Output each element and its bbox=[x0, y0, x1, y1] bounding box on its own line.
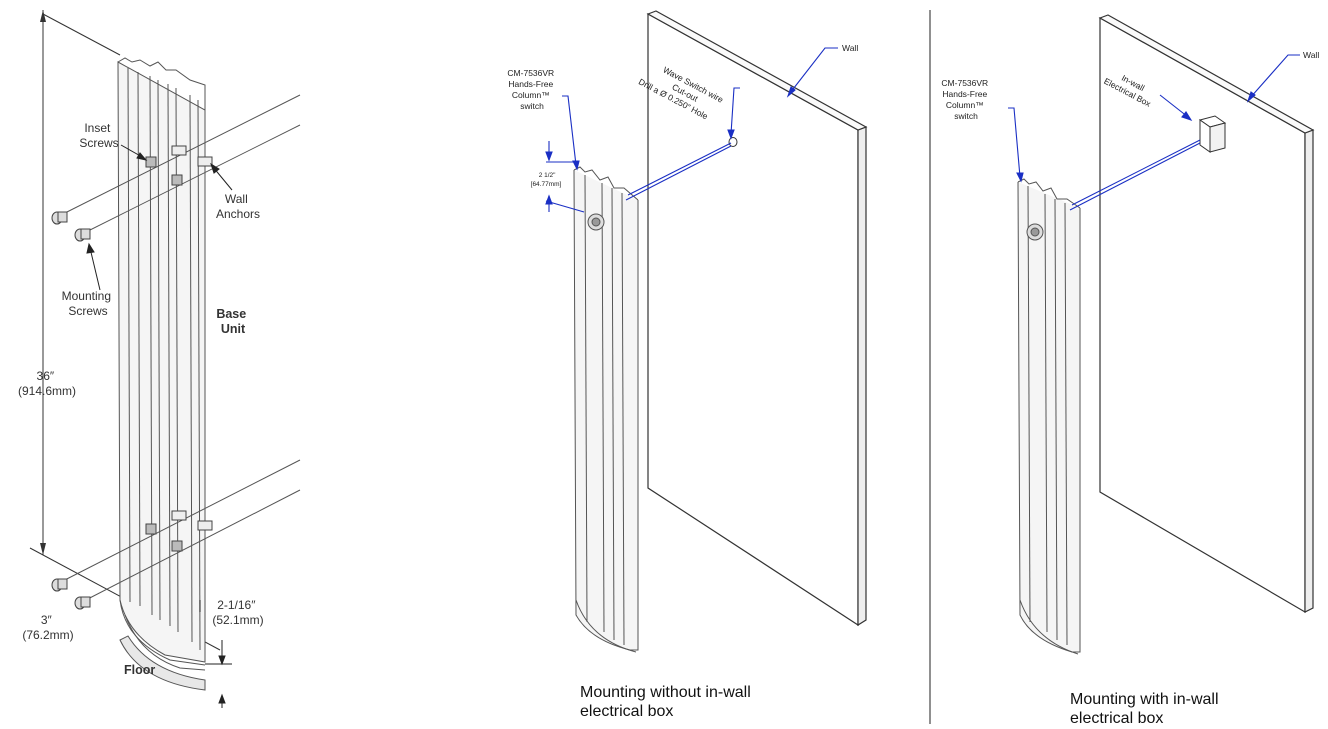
middle-wall bbox=[646, 10, 868, 627]
electrical-box-icon bbox=[1198, 115, 1227, 153]
mounting-screws-label: Mounting Screws bbox=[62, 289, 115, 318]
middle-panel: Wall CM-7536VR Hands-Free Column™ switch… bbox=[507, 10, 868, 720]
base-unit-label: Base Unit bbox=[216, 307, 249, 336]
drill-hole-icon bbox=[728, 137, 738, 147]
right-caption: Mounting with in-wall electrical box bbox=[1070, 691, 1223, 724]
left-leaders bbox=[86, 144, 233, 708]
floor-plate bbox=[119, 635, 206, 691]
screws-and-anchors bbox=[51, 94, 301, 610]
right-column bbox=[1017, 178, 1081, 655]
depth-dimension-label: 3″ (76.2mm) bbox=[22, 613, 73, 642]
middle-switch-label: CM-7536VR Hands-Free Column™ switch bbox=[507, 68, 556, 111]
middle-caption: Mounting without in-wall electrical box bbox=[580, 684, 755, 720]
floor-gap-dimension-label: 2-1/16″ (52.1mm) bbox=[212, 598, 263, 627]
middle-height-dim-label: 2 1/2" [64.77mm] bbox=[531, 172, 562, 188]
floor-label: Floor bbox=[124, 663, 155, 677]
middle-wall-label: Wall bbox=[842, 43, 858, 53]
right-switch-label: CM-7536VR Hands-Free Column™ switch bbox=[941, 78, 990, 121]
middle-column bbox=[573, 166, 639, 653]
height-dimension-label: 36″ (914.6mm) bbox=[18, 369, 76, 398]
right-panel: Wall CM-7536VR Hands-Free Column™ switch… bbox=[941, 14, 1319, 727]
middle-blue-leaders bbox=[545, 47, 838, 213]
right-wall bbox=[1098, 14, 1315, 614]
wall-anchors-label: Wall Anchors bbox=[216, 192, 260, 221]
right-blue-leaders bbox=[1008, 54, 1300, 211]
inset-screws-label: Inset Screws bbox=[79, 121, 118, 150]
left-panel: Inset Screws Wall Anchors Mounting Screw… bbox=[18, 10, 301, 708]
left-labels: Inset Screws Wall Anchors Mounting Screw… bbox=[18, 121, 264, 677]
right-wall-label: Wall bbox=[1303, 50, 1319, 60]
